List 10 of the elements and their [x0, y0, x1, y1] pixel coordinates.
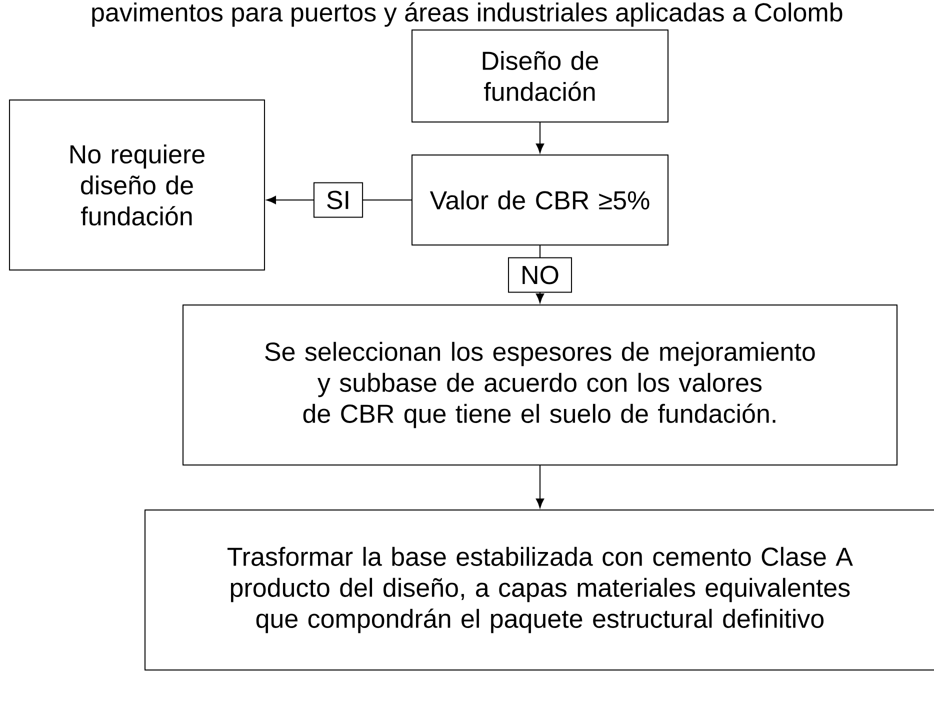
arrow: [536, 122, 544, 154]
process-box: Valor de CBR ≥5%: [412, 154, 668, 246]
arrow: [536, 465, 544, 508]
title-text: pavimentos para puertos y áreas industriales aplicadas a Colomb: [92, 2, 842, 27]
edge-label: NO: [508, 257, 572, 293]
process-box: No requiere diseño de fundación: [9, 100, 265, 270]
edge-label: SI: [313, 182, 364, 218]
process-box: Diseño de fundación: [412, 30, 668, 122]
process-box: Se seleccionan los espesores de mejoramiento y subbase de acuerdo con los valores de CBR que tiene el suelo de fundación.: [182, 304, 898, 466]
process-box: Trasformar la base estabilizada con cemento Clase A producto del diseño, a capas materiales equivalentes que compondrán el paquete estructural definitivo: [144, 510, 934, 670]
